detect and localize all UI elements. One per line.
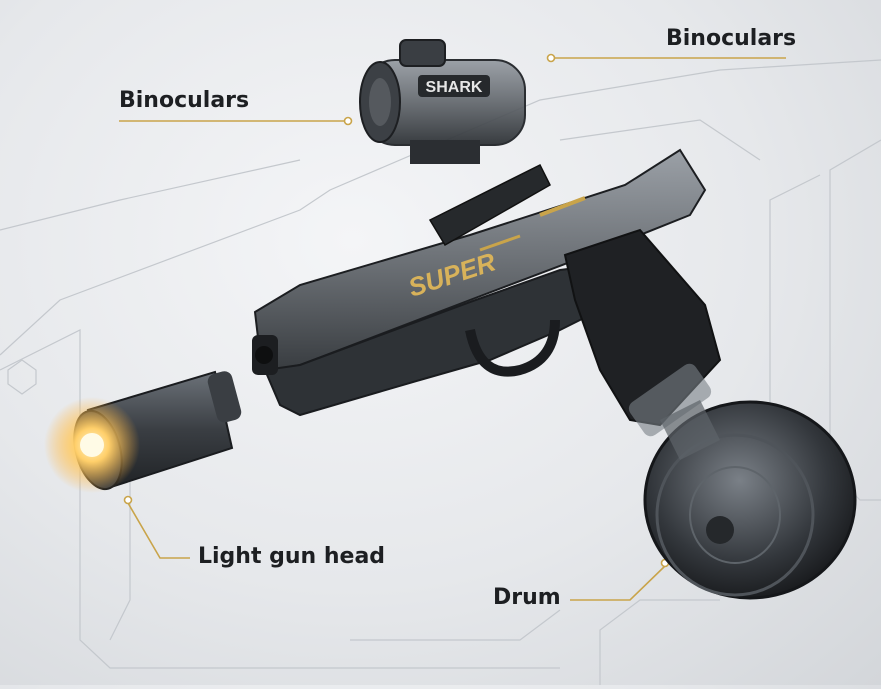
light-gun-head-leader [127, 502, 190, 559]
drum-illustration [643, 400, 857, 600]
light-gun-head-illustration [44, 370, 242, 493]
callout-binoculars-left: Binoculars [119, 88, 250, 113]
callout-lines [119, 53, 786, 601]
pistol-illustration [252, 148, 722, 437]
background-tech-lines [0, 59, 881, 685]
drum-leader [570, 565, 666, 601]
callout-binoculars-right: Binoculars [666, 26, 797, 51]
callout-drum: Drum [493, 585, 561, 610]
scope-illustration [359, 39, 526, 164]
callout-light-gun-head: Light gun head [198, 544, 386, 569]
scope-brand-text: SHARK [426, 79, 483, 96]
